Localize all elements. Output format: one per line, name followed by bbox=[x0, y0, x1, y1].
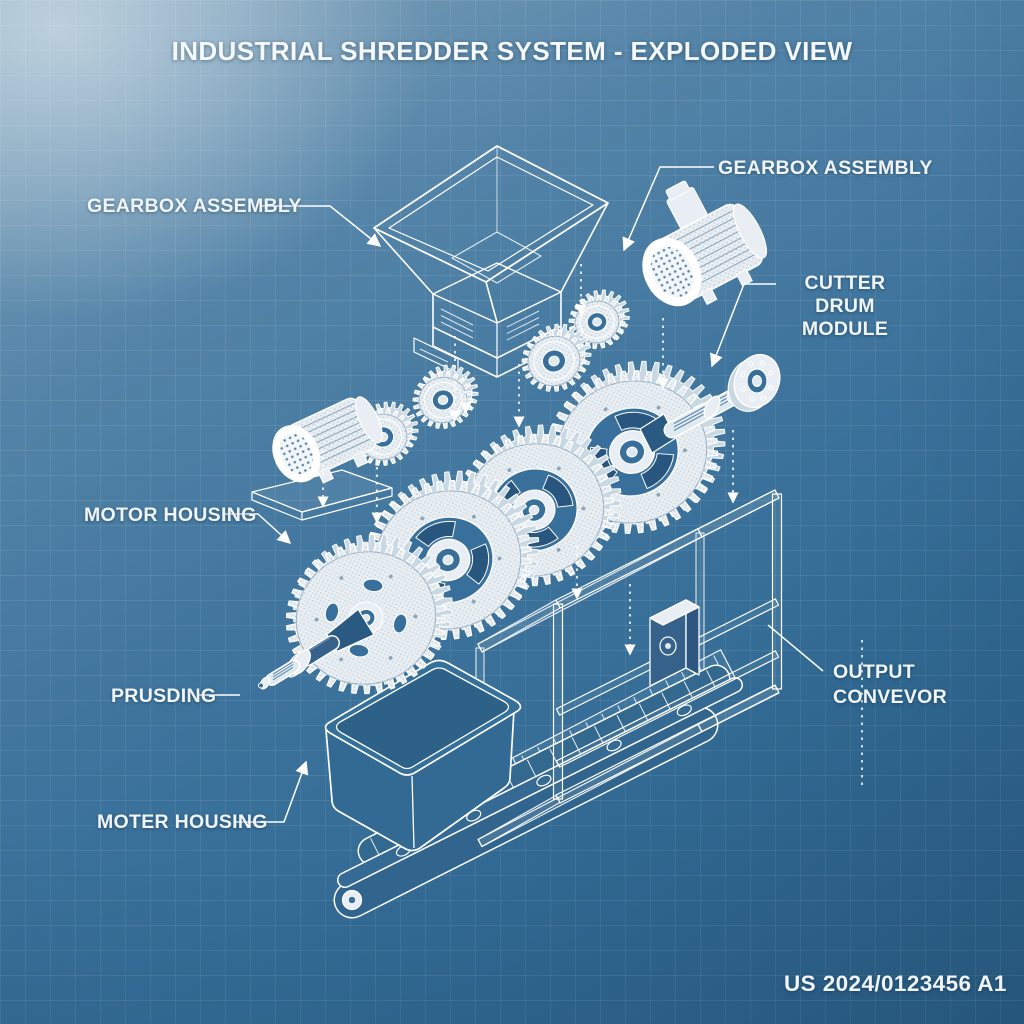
label-cutter-drum-module: CUTTER DRUM MODULE bbox=[782, 272, 908, 341]
label-gearbox-assembly-right: GEARBOX ASSEMBLY bbox=[718, 157, 933, 179]
label-cutter-drum-line1: CUTTER DRUM bbox=[804, 272, 886, 317]
drive-shaft-drawing bbox=[258, 608, 375, 690]
idler-gear-drawing-2 bbox=[521, 323, 592, 392]
label-output-line1: OUTPUT bbox=[833, 661, 915, 683]
label-moter-housing: MOTER HOUSING bbox=[97, 811, 268, 833]
label-output-line2: CONVEVOR bbox=[833, 686, 948, 708]
motor-drawing-left bbox=[251, 396, 393, 521]
label-motor-housing: MOTOR HOUSING bbox=[84, 504, 257, 526]
assembly-direction-arrows bbox=[317, 264, 863, 786]
label-prusding: PRUSDING bbox=[111, 685, 217, 707]
cutter-shaft-drawing bbox=[639, 353, 781, 454]
patent-number-label: US 2024/0123456 A1 bbox=[784, 971, 1007, 996]
gearbox-motor-drawing bbox=[642, 180, 768, 307]
collection-bin-drawing bbox=[324, 659, 522, 852]
idler-gear-drawing-3 bbox=[568, 289, 630, 350]
label-gearbox-assembly-left: GEARBOX ASSEMBLY bbox=[87, 195, 302, 217]
control-box-drawing bbox=[649, 599, 700, 687]
diagram-title: INDUSTRIAL SHREDDER SYSTEM - EXPLODED VI… bbox=[171, 36, 853, 66]
feed-hopper-drawing bbox=[373, 145, 609, 378]
leader-lines bbox=[198, 166, 824, 823]
label-cutter-drum-line2: MODULE bbox=[801, 318, 889, 340]
label-output-conveyor: OUTPUT CONVEVOR bbox=[833, 660, 947, 710]
